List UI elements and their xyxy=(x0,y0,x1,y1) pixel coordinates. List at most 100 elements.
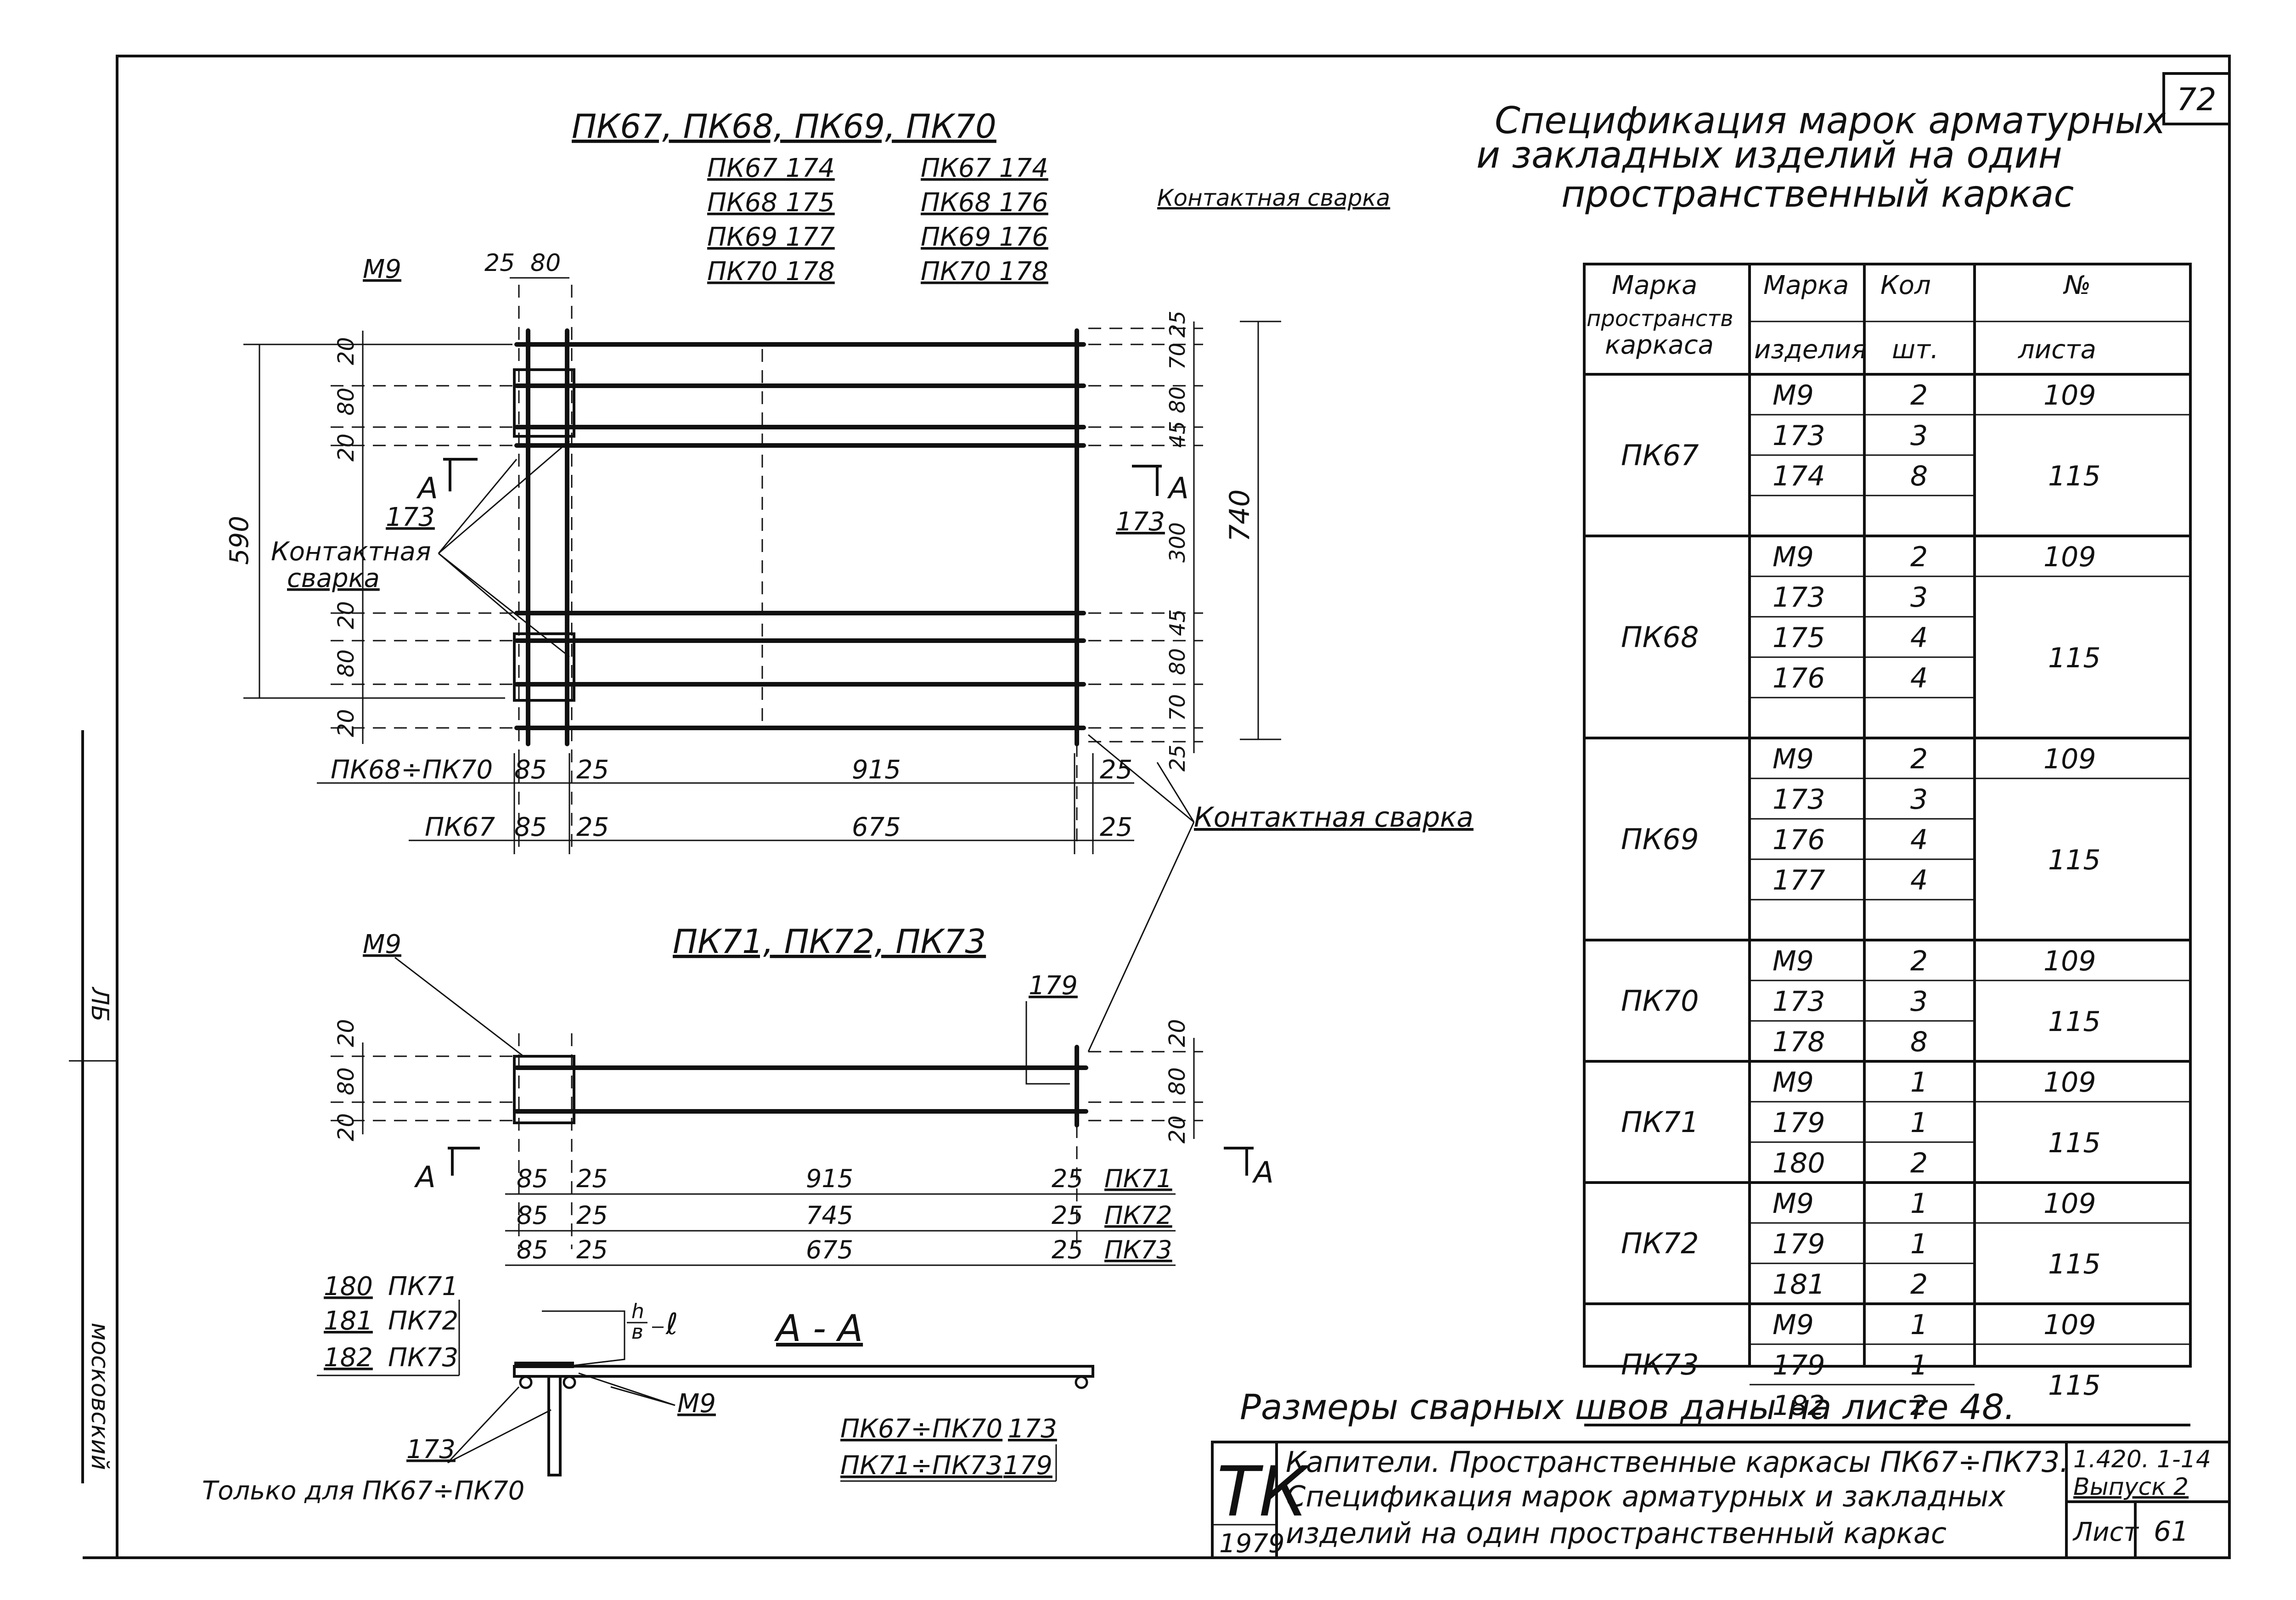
spec-qty-5-0: 1 xyxy=(1910,1188,1928,1220)
brow1-v1: 25 xyxy=(576,1201,608,1230)
spec-sheet-b-5: 115 xyxy=(2048,1248,2101,1280)
spec-item-3-2: 178 xyxy=(1773,1026,1825,1058)
spec-qty-2-3: 4 xyxy=(1910,864,1928,896)
side-stamp-2: московский xyxy=(86,1323,113,1470)
top-left-dim-2: 20 xyxy=(333,434,359,462)
section-slab xyxy=(513,1365,1094,1378)
embedded-plate-m9-lower xyxy=(513,632,575,702)
top-mark-col2-0: ПК67 174 xyxy=(921,153,1048,183)
top-left-dim-0: 20 xyxy=(333,337,359,365)
bottom-left-dim-1: 80 xyxy=(333,1067,359,1095)
brow0-v3: 25 xyxy=(1052,1164,1083,1193)
dim-row1-label: ПК68÷ПК70 xyxy=(331,755,493,785)
hdr-col1-l3: каркаса xyxy=(1605,330,1714,360)
brow1-v0: 85 xyxy=(517,1201,548,1230)
legend-mark-0: 180 xyxy=(324,1272,373,1301)
title-sheet-no: 61 xyxy=(2154,1515,2189,1548)
hdr-col2-l2: изделия xyxy=(1754,335,1867,365)
section-a-right-bottom: А xyxy=(1252,1156,1274,1190)
top-right-dim-5: 45 xyxy=(1165,609,1190,636)
spec-qty-1-2: 4 xyxy=(1910,622,1928,654)
brow2-v1: 25 xyxy=(576,1235,608,1264)
top-right-dim-2: 80 xyxy=(1165,386,1190,413)
spec-item-6-2: 182 xyxy=(1773,1390,1825,1422)
spec-qty-4-2: 2 xyxy=(1910,1147,1928,1179)
weld-symbol: ℓ xyxy=(665,1307,678,1341)
legend-type-0: ПК71 xyxy=(388,1272,458,1301)
spec-frame-4: ПК71 xyxy=(1621,1105,1699,1139)
spec-qty-6-1: 1 xyxy=(1910,1349,1928,1381)
contact-weld-label-top: Контактная сварка xyxy=(1157,185,1390,211)
bottom-drawing-title: ПК71, ПК72, ПК73 xyxy=(673,922,986,961)
spec-frame-2: ПК69 xyxy=(1621,823,1699,856)
spec-item-1-1: 173 xyxy=(1773,581,1825,614)
hdr-col4-l1: № xyxy=(2063,270,2091,300)
top-left-dim-4: 80 xyxy=(333,649,359,677)
mark-179: 179 xyxy=(1029,971,1078,1001)
dim-row2-v3: 25 xyxy=(1100,812,1132,842)
spec-sheet-b-6: 115 xyxy=(2048,1369,2101,1402)
spec-sheet-b-1: 115 xyxy=(2048,642,2101,674)
brow2-v3: 25 xyxy=(1052,1235,1083,1264)
spec-item-0-1: 173 xyxy=(1773,420,1825,452)
top-drawing-title: ПК67, ПК68, ПК69, ПК70 xyxy=(572,107,996,146)
dim-row1-v3: 25 xyxy=(1100,755,1132,785)
spec-qty-2-2: 4 xyxy=(1910,824,1928,856)
brow0-v1: 25 xyxy=(576,1164,608,1193)
dim-590: 590 xyxy=(225,516,254,565)
title-line2: Спецификация марок арматурных и закладны… xyxy=(1286,1480,2006,1513)
section-post xyxy=(547,1375,562,1476)
spec-sheet-a-0: 109 xyxy=(2043,379,2096,411)
contact-weld-left-l1: Контактная xyxy=(271,537,431,567)
legend-type-1: ПК72 xyxy=(388,1306,458,1336)
dim-row1-v2: 915 xyxy=(852,755,901,785)
page-number-box xyxy=(2162,72,2231,125)
mark-173-section: 173 xyxy=(406,1435,456,1465)
section-table: ПК67÷ПК70 173 ПК71÷ПК73 179 xyxy=(840,1414,1057,1482)
spec-qty-2-0: 2 xyxy=(1910,743,1928,775)
section-plate xyxy=(514,1362,574,1368)
brow0-v2: 915 xyxy=(806,1164,853,1193)
hdr-col4-l2: листа xyxy=(2018,335,2096,365)
section-a-left-top: А xyxy=(416,472,438,506)
only-for-label: Только для ПК67÷ПК70 xyxy=(202,1476,524,1506)
spec-qty-3-2: 8 xyxy=(1910,1026,1928,1058)
bottom-dim-rows: 85 25 915 25 ПК71 85 25 745 25 ПК72 85 2… xyxy=(505,1164,1176,1266)
dim-row1-v0: 85 xyxy=(514,755,547,785)
logo-tk: ТК xyxy=(1217,1452,1311,1532)
spec-item-3-0: М9 xyxy=(1773,945,1814,977)
legend-mark-2: 182 xyxy=(324,1343,373,1373)
spec-item-1-3: 176 xyxy=(1773,662,1825,694)
hdr-col1-l1: Марка xyxy=(1612,270,1697,300)
title-sheet-label: Лист xyxy=(2072,1517,2139,1547)
section-row0-mark: 173 xyxy=(1008,1414,1057,1444)
spec-qty-6-2: 2 xyxy=(1910,1390,1928,1422)
spec-qty-1-3: 4 xyxy=(1910,662,1928,694)
embedded-plate-m9-upper xyxy=(513,368,575,438)
dim-top-25: 25 xyxy=(484,249,515,277)
weld-h: h xyxy=(631,1300,644,1323)
spec-frame-5: ПК72 xyxy=(1621,1227,1699,1260)
spec-qty-0-1: 3 xyxy=(1910,420,1928,452)
hdr-col3-l2: шт. xyxy=(1892,335,1939,365)
top-left-dim-1: 80 xyxy=(333,388,359,416)
spec-item-4-1: 179 xyxy=(1773,1107,1825,1139)
spec-item-5-2: 181 xyxy=(1773,1268,1825,1301)
spec-sheet-b-2: 115 xyxy=(2048,844,2101,876)
brow1-v2: 745 xyxy=(806,1201,853,1230)
hdr-col2-l1: Марка xyxy=(1763,270,1849,300)
spec-sheet-a-3: 109 xyxy=(2043,945,2096,977)
spec-item-5-1: 179 xyxy=(1773,1228,1825,1260)
title-block: ТК 1979 Капители. Пространственные карка… xyxy=(1211,1441,2231,1559)
section-a-left-bottom: А xyxy=(414,1161,436,1194)
dim-row2-v2: 675 xyxy=(852,812,901,842)
mark-173-right: 173 xyxy=(1116,507,1165,537)
spec-qty-0-2: 8 xyxy=(1910,460,1928,492)
m9-label-top: М9 xyxy=(363,254,401,284)
spec-item-2-2: 176 xyxy=(1773,824,1825,856)
spec-sheet-a-1: 109 xyxy=(2043,541,2096,573)
brow1-v3: 25 xyxy=(1052,1201,1083,1230)
brow2-v0: 85 xyxy=(517,1235,548,1264)
top-mark-col1-0: ПК67 174 xyxy=(707,153,835,183)
spec-sheet-b-3: 115 xyxy=(2048,1006,2101,1038)
